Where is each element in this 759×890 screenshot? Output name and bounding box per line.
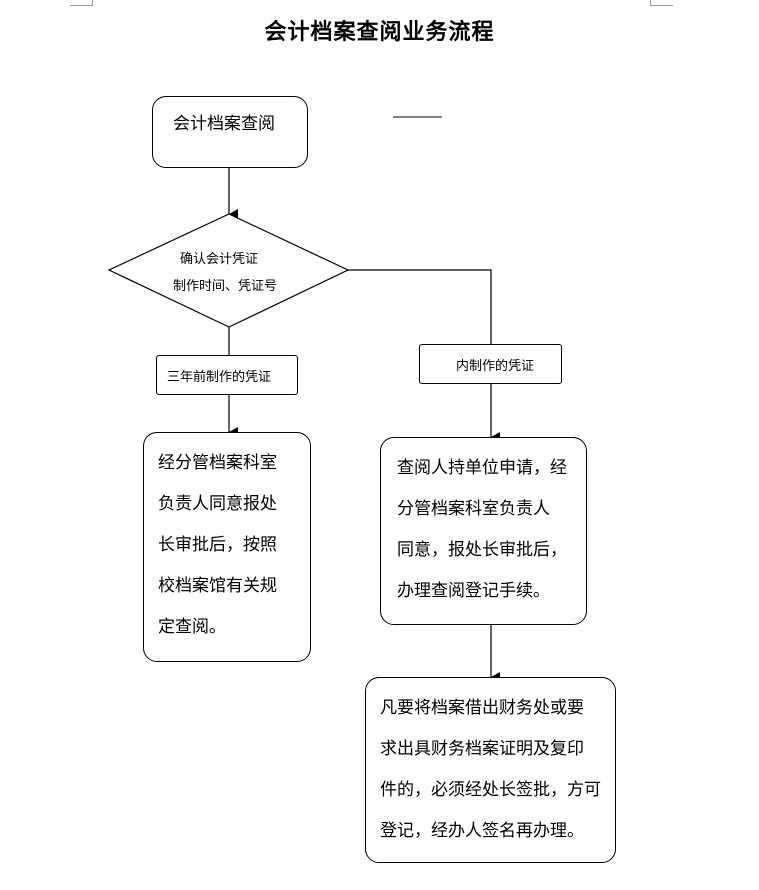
page-corner-mark-right [650, 0, 673, 6]
left-result-line: 长审批后，按照 [158, 535, 277, 555]
left-result-line: 校档案馆有关规 [158, 576, 277, 596]
right-branch-label: 内制作的凭证 [456, 358, 535, 374]
right-result-line: 同意，报处长审批后， [397, 540, 567, 560]
start-node-label: 会计档案查阅 [173, 114, 275, 134]
right-result-line: 办理查阅登记手续。 [397, 581, 550, 601]
start-node: 会计档案查阅 [152, 96, 308, 168]
connector-decision-to-right-label [348, 269, 492, 344]
left-branch-label: 三年前制作的凭证 [167, 369, 272, 385]
page-title: 会计档案查阅业务流程 [264, 20, 495, 45]
right-result-line: 查阅人持单位申请，经 [397, 458, 567, 478]
decision-label-line2: 制作时间、凭证号 [173, 279, 278, 294]
decision-diamond [107, 213, 350, 328]
right-branch-label-box: 内制作的凭证 [419, 344, 562, 384]
right-result-node: 查阅人持单位申请，经 分管档案科室负责人 同意，报处长审批后， 办理查阅登记手续… [380, 437, 587, 625]
left-branch-label-box: 三年前制作的凭证 [156, 355, 298, 395]
page-corner-mark-left [70, 0, 93, 6]
bottom-note-line: 登记，经办人签名再办理。 [380, 821, 584, 841]
bottom-note-line: 件的，必须经处长签批，方可 [380, 780, 601, 800]
right-result-line: 分管档案科室负责人 [397, 499, 550, 519]
bottom-note-line: 求出具财务档案证明及复印 [380, 739, 584, 759]
left-result-node: 经分管档案科室 负责人同意报处 长审批后，按照 校档案馆有关规 定查阅。 [143, 432, 311, 662]
bottom-note-node: 凡要将档案借出财务处或要 求出具财务档案证明及复印 件的，必须经处长签批，方可 … [365, 677, 616, 863]
left-result-line: 定查阅。 [158, 617, 226, 637]
left-result-line: 经分管档案科室 [158, 453, 277, 473]
decision-label-line1: 确认会计凭证 [180, 252, 259, 267]
left-result-line: 负责人同意报处 [158, 494, 277, 514]
bottom-note-line: 凡要将档案借出财务处或要 [380, 698, 584, 718]
